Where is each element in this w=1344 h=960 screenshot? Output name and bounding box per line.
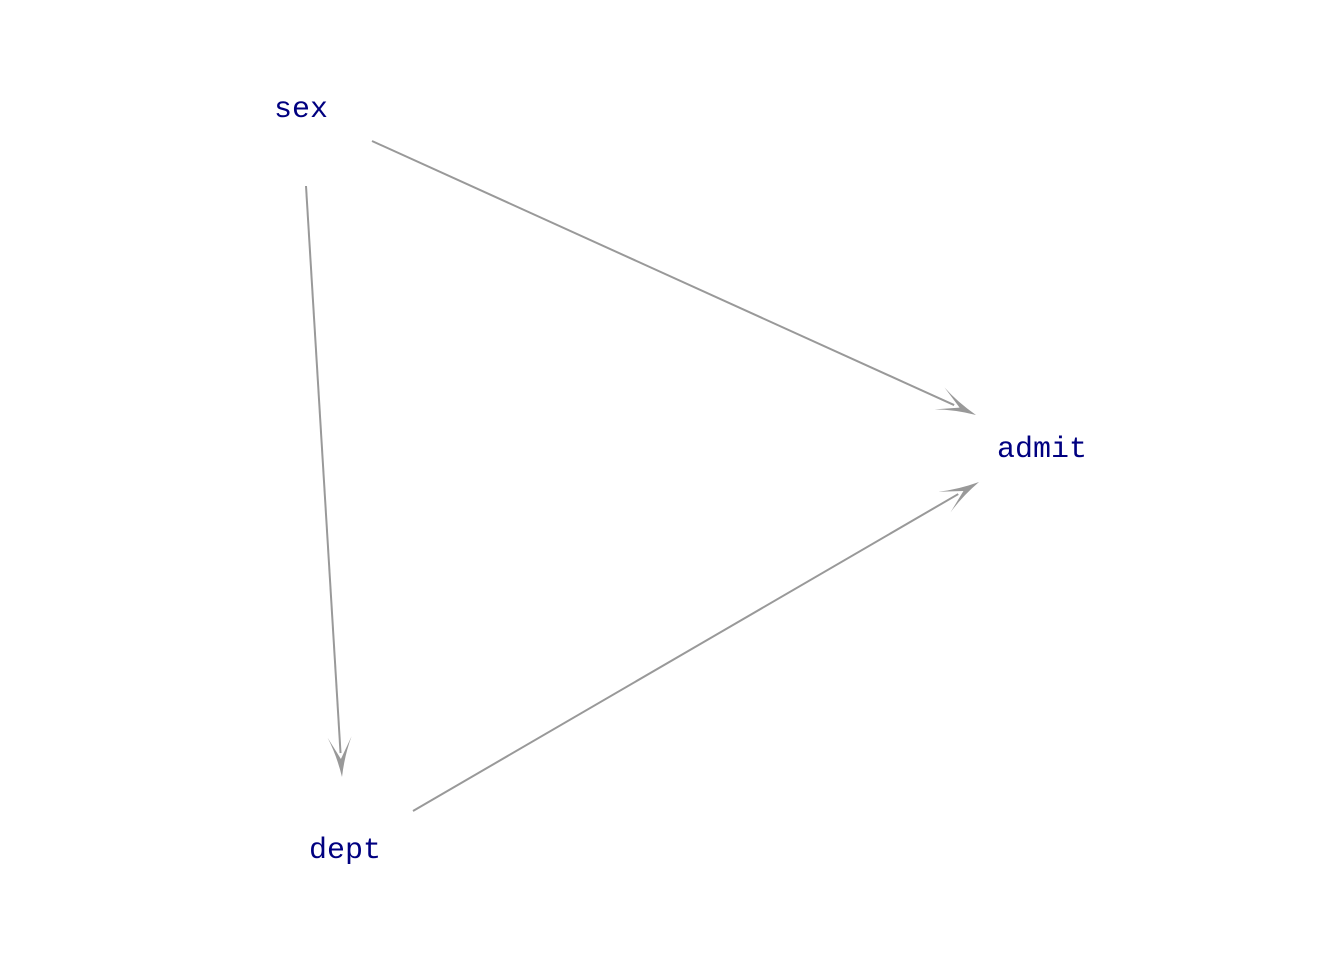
nodes-layer: sex admit dept xyxy=(274,93,1087,868)
edges-layer xyxy=(305,140,979,812)
edge-line xyxy=(305,185,342,754)
edge-dept-to-admit xyxy=(412,482,979,812)
edge-sex-to-admit xyxy=(371,140,976,415)
edge-line xyxy=(371,140,955,406)
edge-line xyxy=(412,493,959,812)
node-admit: admit xyxy=(997,433,1087,467)
node-sex: sex xyxy=(274,93,328,127)
arrowhead xyxy=(934,387,976,415)
arrowhead xyxy=(938,482,979,513)
edge-sex-to-dept xyxy=(305,185,352,777)
node-dept: dept xyxy=(309,834,381,868)
